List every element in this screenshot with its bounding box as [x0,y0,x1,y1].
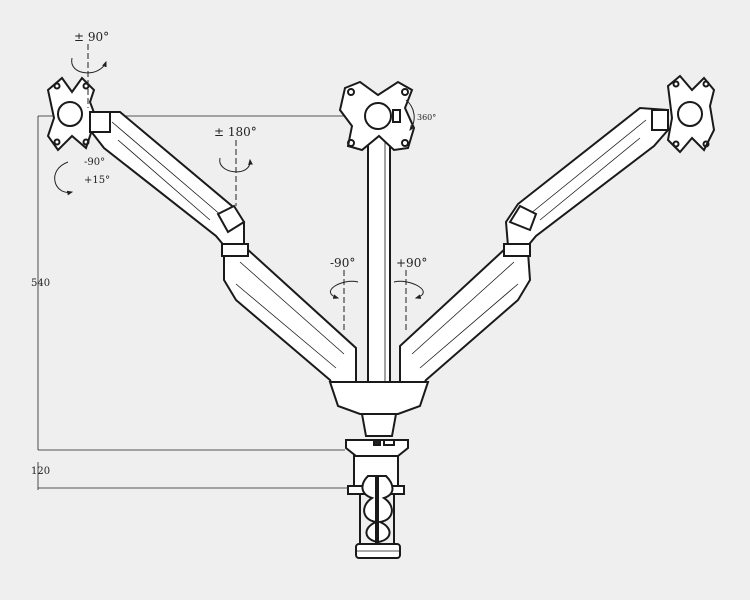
vesa-plate-left [46,76,98,152]
swivel-arm-label: ± 180° [214,125,257,139]
vesa-plate-center [338,80,416,152]
desk-clamp [345,439,409,559]
vesa-plate-right [666,74,716,154]
pan-left-label: -90° [330,256,356,270]
right-upper-arm [504,106,669,250]
tilt-left-label: ± 90° [74,30,110,44]
pan-right-label: +90° [396,256,428,270]
central-hub [328,381,430,437]
center-pole [367,127,391,391]
dimension-height-label: 540 [31,278,51,289]
left-upper-arm [88,111,246,250]
rotation-center-label: 360° [417,113,437,122]
dimension-clamp-label: 120 [31,466,51,477]
rotate-neg-label: -90° [84,157,106,168]
rotation-annotations [54,44,424,330]
rotate-pos-label: +15° [84,175,111,186]
rotation-360-arrow [405,99,415,131]
dimension-lines [37,115,360,490]
